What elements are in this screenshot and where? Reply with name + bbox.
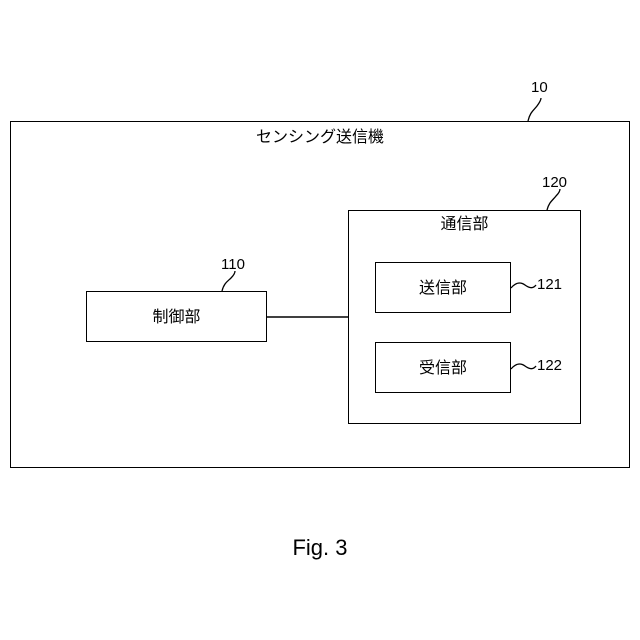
ref-numeral-10: 10: [531, 79, 548, 96]
communication-unit-label: 通信部: [348, 215, 581, 233]
sensing-transmitter-title: センシング送信機: [200, 128, 440, 146]
transmitter-label: 送信部: [375, 279, 511, 297]
figure-caption: Fig. 3: [0, 535, 640, 561]
ref-numeral-122: 122: [537, 357, 562, 374]
ref-numeral-121: 121: [537, 276, 562, 293]
ref-numeral-120: 120: [542, 174, 567, 191]
receiver-label: 受信部: [375, 359, 511, 377]
leader-10: [528, 98, 541, 121]
control-unit-label: 制御部: [86, 308, 267, 326]
ref-numeral-110: 110: [221, 256, 245, 273]
